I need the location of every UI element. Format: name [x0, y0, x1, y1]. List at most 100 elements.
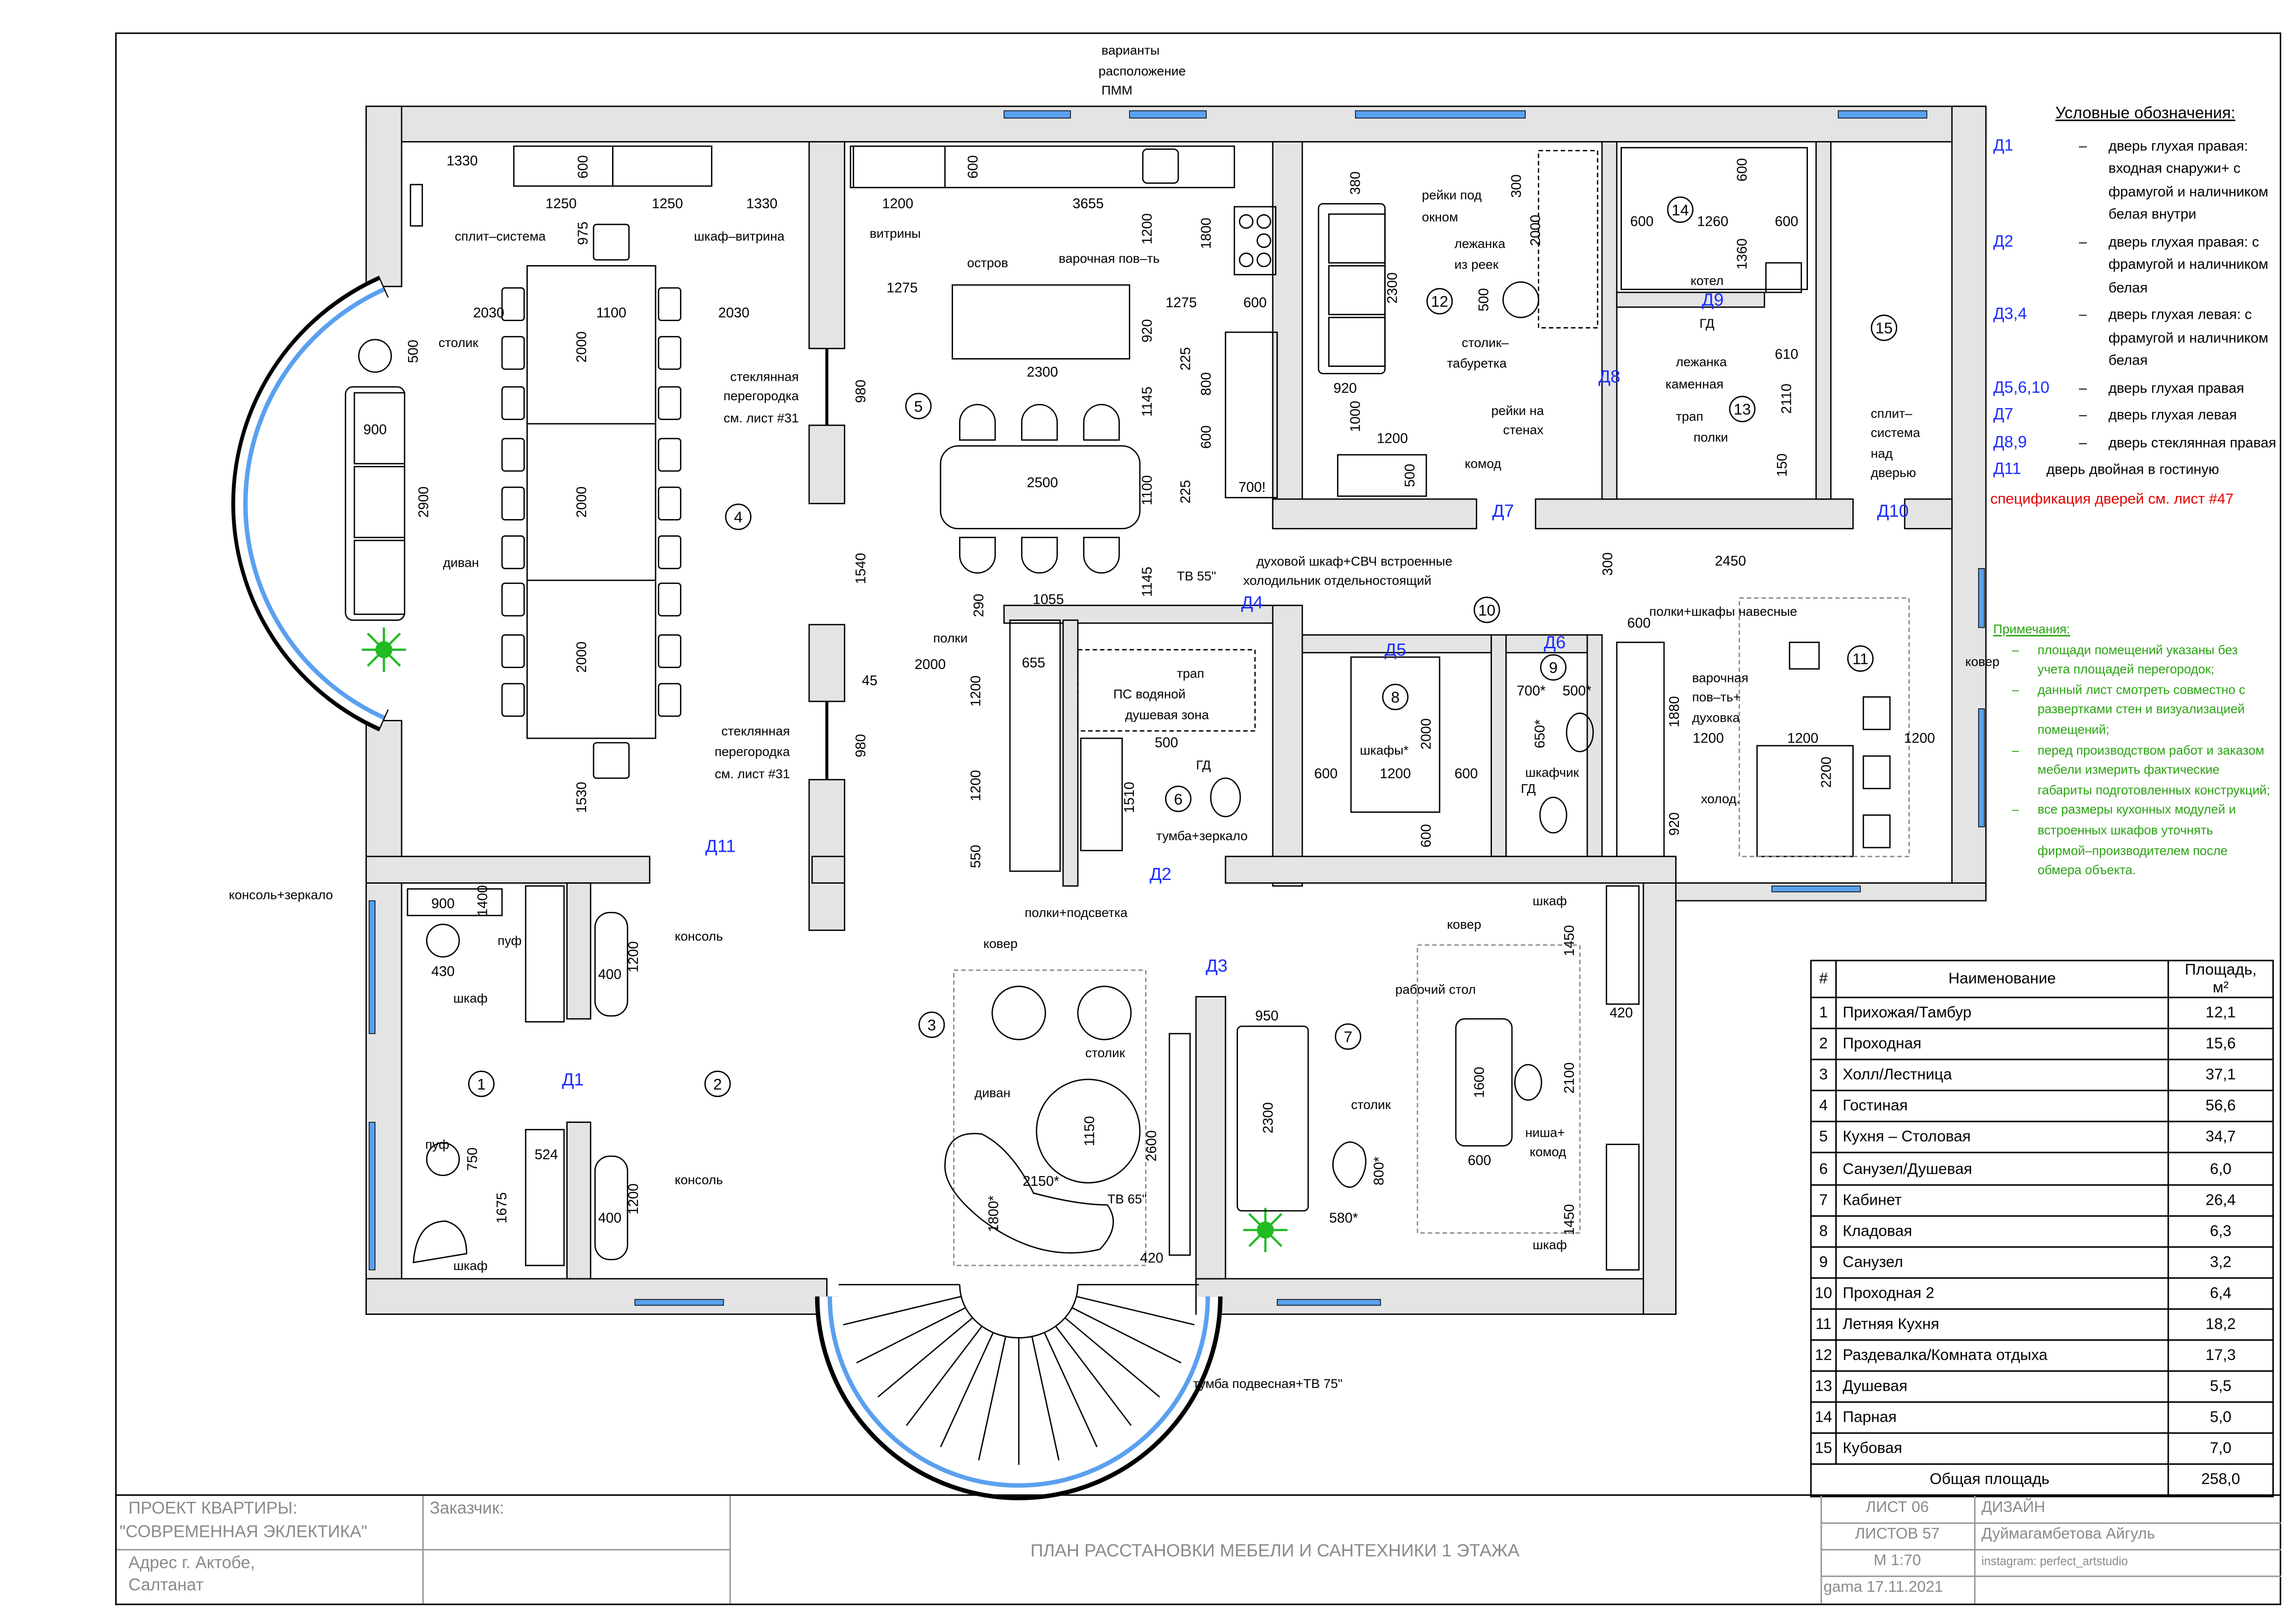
dimension-label: 600 — [1314, 766, 1338, 781]
dimension-label: 920 — [1667, 812, 1682, 836]
sofa-cushion — [353, 539, 405, 615]
dimension-label: 2900 — [416, 486, 432, 517]
pouf — [426, 1142, 460, 1176]
annotation-label: консоль — [675, 1173, 723, 1187]
annotation-label: варочная — [1692, 671, 1749, 685]
chest-of-drawers — [1337, 454, 1427, 497]
legend-dash: – — [2079, 307, 2087, 323]
annotation-label: шкаф–витрина — [694, 229, 785, 243]
window — [1003, 110, 1071, 119]
wall — [808, 424, 846, 504]
annotation-label: духовой шкаф+СВЧ встроенные — [1256, 554, 1452, 568]
door-label: Д5 — [1384, 640, 1406, 660]
dimension-label: 2100 — [1562, 1062, 1577, 1093]
room-name-cell: Холл/Лестница — [1835, 1059, 2169, 1092]
legend-item: Д8,9–дверь стеклянная правая — [1993, 432, 2277, 455]
annotation-label: трап — [1177, 666, 1204, 681]
room-number-marker: 4 — [725, 503, 752, 530]
dimension-label: 1200 — [1380, 766, 1411, 781]
dimension-label: 2150* — [1022, 1174, 1059, 1189]
dimension-label: 500* — [1562, 683, 1591, 699]
annotation-label: консоль — [675, 929, 723, 943]
annotation-label: полки+подсветка — [1025, 905, 1128, 920]
toilet — [1210, 777, 1241, 818]
room-number: 2 — [713, 1076, 722, 1093]
wall — [1535, 498, 1854, 530]
dimension-label: 600 — [1199, 425, 1214, 449]
room-number-marker: 9 — [1540, 654, 1567, 681]
dimension-label: 1200 — [1377, 431, 1408, 446]
room-number-marker: 8 — [1382, 683, 1409, 711]
room-area-cell: 5,5 — [2167, 1370, 2274, 1403]
annotation-label: сплит– — [1871, 406, 1912, 421]
chair — [501, 287, 525, 322]
sofa-cushion — [353, 392, 405, 465]
dimension-label: 2000 — [1528, 215, 1543, 246]
annotation-label: пуф — [498, 934, 522, 948]
room-number-marker: 3 — [918, 1011, 945, 1038]
window — [634, 1299, 724, 1306]
room-area-cell: 56,6 — [2167, 1090, 2274, 1123]
dimension-label: 1530 — [574, 782, 589, 813]
annotation-label: перегородка — [724, 389, 799, 403]
dimension-label: 2000 — [574, 331, 589, 362]
room-circle — [1165, 786, 1192, 812]
dimension-label: 400 — [598, 1211, 622, 1226]
annotation-label: ГД — [1700, 316, 1714, 331]
annotation-label: ТВ 65" — [1108, 1192, 1147, 1206]
door-label: Д11 — [706, 836, 736, 856]
window — [1771, 886, 1861, 892]
pouf — [991, 985, 1046, 1041]
annotation-label: расположение — [1099, 64, 1186, 78]
room-number-cell: 5 — [1810, 1121, 1837, 1154]
chair — [658, 438, 681, 472]
chair — [593, 223, 630, 261]
room-number: 15 — [1875, 320, 1893, 337]
carpet — [1417, 944, 1581, 1234]
dimension-label: 2000 — [1419, 719, 1434, 750]
room-number-marker: 14 — [1667, 196, 1694, 223]
annotation-label: шкаф — [1533, 1238, 1567, 1252]
chair — [658, 486, 681, 520]
chair — [658, 582, 681, 617]
display-cabinet — [612, 145, 712, 187]
dimension-label: 400 — [598, 967, 622, 982]
staircase — [838, 1284, 1199, 1465]
desk — [1455, 1018, 1513, 1147]
room-number: 8 — [1391, 689, 1400, 706]
dimension-label: 1145 — [1139, 567, 1155, 597]
tv-wall-unit — [1169, 1033, 1191, 1256]
room-name-cell: Санузел — [1835, 1245, 2169, 1279]
annotation-label: полки+шкафы навесные — [1649, 604, 1797, 619]
chair — [959, 537, 1120, 574]
annotation-label: витрины — [870, 226, 921, 241]
dimension-label: 524 — [535, 1147, 558, 1162]
chair — [501, 535, 525, 570]
stair-tread — [940, 1332, 994, 1448]
room-circle — [1847, 645, 1874, 672]
room-circle — [1473, 596, 1500, 623]
toilet — [1539, 797, 1567, 834]
console — [594, 911, 628, 1017]
annotation-label: столик — [1085, 1046, 1126, 1060]
door-label: Д2 — [1150, 864, 1171, 884]
room-number-cell: 3 — [1810, 1059, 1837, 1092]
wall — [1642, 882, 1677, 1315]
annotation-label: тумба подвесная+ТВ 75" — [1193, 1376, 1343, 1391]
dimension-label: 2200 — [1819, 756, 1834, 787]
annotation-label: духовка — [1692, 711, 1740, 725]
annotation-label: холодильник отдельностоящий — [1243, 573, 1431, 588]
legend: Условные обозначения: Д1–дверь глухая пр… — [1990, 103, 2277, 511]
room-circle — [1870, 314, 1898, 341]
dimension-label: 420 — [1140, 1251, 1163, 1266]
dimension-label: 150 — [1775, 453, 1790, 477]
dimension-label: 2110 — [1779, 384, 1794, 414]
door-description: дверь глухая правая: с фрамугой и наличн… — [2108, 234, 2269, 296]
chair — [593, 742, 630, 779]
annotation-label: ГД — [1521, 781, 1535, 796]
dimension-label: 600 — [1244, 295, 1267, 310]
